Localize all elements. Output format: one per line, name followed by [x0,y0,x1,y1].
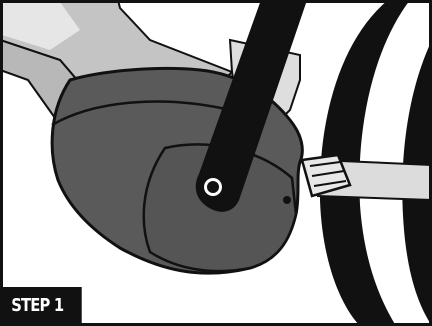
upper-left-shading [2,2,80,50]
crank-bolt-icon [200,174,226,200]
housing-seam [51,100,231,127]
step-label: STEP 1 [3,287,82,323]
crank-arm [195,0,308,212]
strap [300,153,432,202]
crank-arm-body [195,0,308,212]
small-screw-icon [283,196,291,204]
